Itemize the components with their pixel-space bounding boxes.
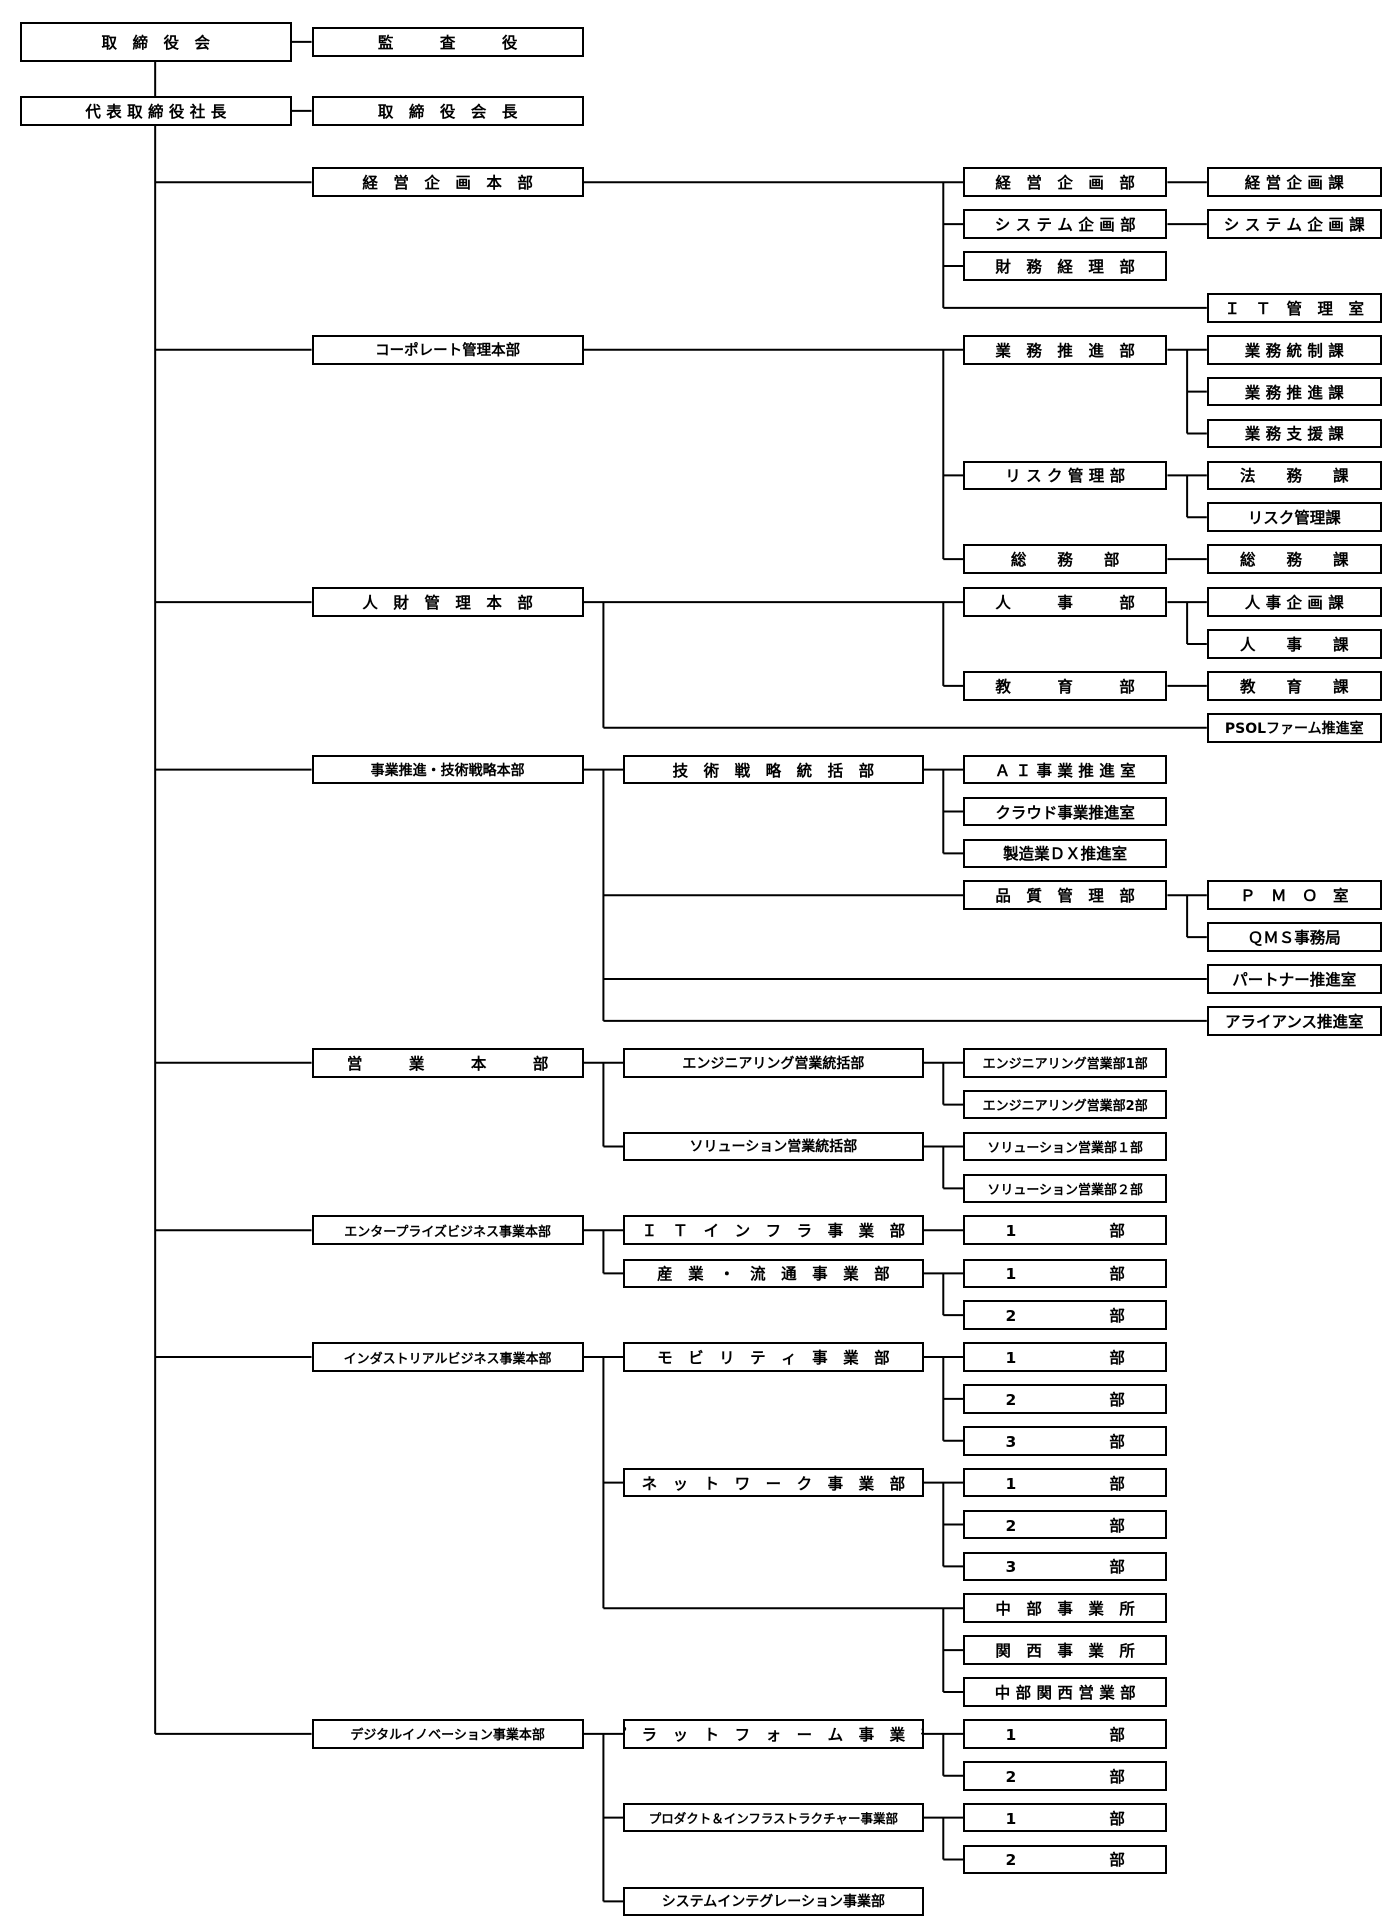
org-unit-homu-ka: 法 務 課 <box>1206 460 1382 491</box>
org-unit-product: プロダクト＆インフラストラクチャー事業部 <box>623 1802 924 1833</box>
org-unit-hinshitsu-dept: 品 質 管 理 部 <box>962 880 1168 911</box>
org-unit-network: ネ ッ ト ワ ー ク 事 業 部 <box>623 1467 924 1498</box>
org-unit-sol-2: ソリューション営業部２部 <box>962 1173 1168 1204</box>
org-unit-president: 代 表 取 締 役 社 長 <box>19 96 292 126</box>
org-unit-mobility: モ ビ リ テ ィ 事 業 部 <box>623 1342 924 1372</box>
org-unit-gyomu-tosei: 業 務 統 制 課 <box>1206 334 1382 365</box>
org-unit-kyoiku-dept: 教 育 部 <box>962 671 1168 701</box>
org-unit-sangyo: 産 業 ・ 流 通 事 業 部 <box>623 1258 924 1289</box>
org-unit-chubu-office: 中 部 事 業 所 <box>962 1593 1168 1624</box>
org-unit-mob-1: 1 部 <box>962 1342 1168 1372</box>
org-unit-alliance-room: アライアンス推進室 <box>1206 1006 1382 1036</box>
org-unit-dx-room: 製造業ＤＸ推進室 <box>962 838 1168 869</box>
org-unit-eng-2: エンジニアリング営業部2部 <box>962 1089 1168 1120</box>
org-unit-partner-room: パートナー推進室 <box>1206 964 1382 994</box>
org-unit-net-3: 3 部 <box>962 1551 1168 1582</box>
org-unit-sol-1: ソリューション営業部１部 <box>962 1131 1168 1162</box>
org-unit-corp-hq: コーポレート管理本部 <box>311 334 584 365</box>
org-unit-chairman: 取 締 役 会 長 <box>311 96 584 126</box>
org-unit-risk-dept: リ ス ク 管 理 部 <box>962 460 1168 491</box>
org-unit-plat-2: 2 部 <box>962 1760 1168 1791</box>
org-unit-somu-dept: 総 務 部 <box>962 544 1168 574</box>
org-unit-qms: ＱＭＳ事務局 <box>1206 922 1382 952</box>
org-unit-somu-ka: 総 務 課 <box>1206 544 1382 574</box>
org-unit-jigyo-hq: 事業推進・技術戦略本部 <box>311 754 584 785</box>
org-unit-net-2: 2 部 <box>962 1509 1168 1540</box>
org-unit-ai-room: Ａ Ｉ 事 業 推 進 室 <box>962 754 1168 785</box>
org-unit-it-infra: Ｉ Ｔ イ ン フ ラ 事 業 部 <box>623 1215 924 1245</box>
org-unit-gyomu-dept: 業 務 推 進 部 <box>962 334 1168 365</box>
org-unit-prod-2: 2 部 <box>962 1844 1168 1875</box>
org-unit-jinzai-hq: 人 財 管 理 本 部 <box>311 587 584 617</box>
org-unit-kansai-office: 関 西 事 業 所 <box>962 1635 1168 1665</box>
org-unit-jinji-ka: 人 事 課 <box>1206 629 1382 659</box>
org-unit-ent-it-1: 1 部 <box>962 1215 1168 1245</box>
org-unit-eigyo-hq: 営 業 本 部 <box>311 1047 584 1078</box>
org-unit-it-room: Ｉ Ｔ 管 理 室 <box>1206 293 1382 323</box>
org-unit-eng-1: エンジニアリング営業部1部 <box>962 1047 1168 1078</box>
org-unit-sangyo-1: 1 部 <box>962 1258 1168 1289</box>
org-unit-gyomu-suishin: 業 務 推 進 課 <box>1206 376 1382 407</box>
org-unit-psol: PSOLファーム推進室 <box>1206 713 1382 743</box>
org-unit-digital-hq: デジタルイノベーション事業本部 <box>311 1719 584 1749</box>
org-unit-auditor: 監 査 役 <box>311 27 584 57</box>
org-unit-gyomu-shien: 業 務 支 援 課 <box>1206 418 1382 449</box>
org-unit-mob-2: 2 部 <box>962 1384 1168 1414</box>
org-unit-system-dept: シ ス テ ム 企 画 部 <box>962 209 1168 239</box>
org-unit-cloud-room: クラウド事業推進室 <box>962 796 1168 827</box>
org-unit-zaimu-dept: 財 務 経 理 部 <box>962 251 1168 281</box>
org-unit-jinji-kikaku: 人 事 企 画 課 <box>1206 587 1382 617</box>
org-unit-sangyo-2: 2 部 <box>962 1300 1168 1330</box>
org-unit-pmo-room: Ｐ Ｍ Ｏ 室 <box>1206 880 1382 911</box>
org-unit-kyoiku-ka: 教 育 課 <box>1206 671 1382 701</box>
org-unit-chubu-kansai: 中 部 関 西 営 業 部 <box>962 1677 1168 1707</box>
org-unit-si: システムインテグレーション事業部 <box>623 1886 924 1917</box>
org-unit-platform: プ ラ ッ ト フ ォ ー ム 事 業 部 <box>623 1719 924 1749</box>
org-unit-system-ka: シ ス テ ム 企 画 課 <box>1206 209 1382 239</box>
org-unit-eng-eigyo: エンジニアリング営業統括部 <box>623 1047 924 1078</box>
org-unit-keiei-hq: 経 営 企 画 本 部 <box>311 167 584 198</box>
org-unit-net-1: 1 部 <box>962 1467 1168 1498</box>
org-unit-sol-eigyo: ソリューション営業統括部 <box>623 1131 924 1162</box>
org-unit-keiei-dept: 経 営 企 画 部 <box>962 167 1168 198</box>
org-unit-prod-1: 1 部 <box>962 1802 1168 1833</box>
org-unit-board: 取 締 役 会 <box>19 21 292 63</box>
org-unit-gijutsu-senryaku: 技 術 戦 略 統 括 部 <box>623 754 924 785</box>
org-unit-risk-ka: リスク管理課 <box>1206 502 1382 532</box>
org-unit-plat-1: 1 部 <box>962 1719 1168 1749</box>
org-unit-mob-3: 3 部 <box>962 1426 1168 1456</box>
org-unit-jinji-dept: 人 事 部 <box>962 587 1168 617</box>
org-unit-keiei-ka: 経 営 企 画 課 <box>1206 167 1382 198</box>
org-unit-industrial-hq: インダストリアルビジネス事業本部 <box>311 1342 584 1372</box>
org-unit-enterprise-hq: エンタープライズビジネス事業本部 <box>311 1215 584 1245</box>
